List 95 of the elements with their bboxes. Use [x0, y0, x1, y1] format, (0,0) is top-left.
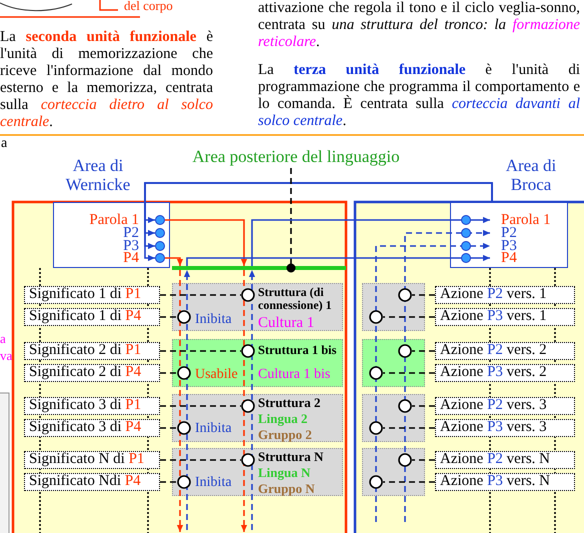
language-label: Lingua N	[258, 466, 310, 480]
meaning-label: Significato Ndi P4	[29, 474, 141, 489]
signal-arrow	[184, 270, 190, 530]
dashed-connector	[160, 288, 255, 302]
action-box	[435, 473, 575, 491]
dashed-connector	[160, 475, 191, 489]
dashed-connector	[398, 399, 435, 413]
word-label: P2	[501, 226, 517, 241]
word-label: Parola 1	[89, 213, 139, 228]
meaning-box	[24, 286, 160, 304]
meaning-label: Significato 3 di P4	[29, 420, 142, 435]
area-title: Area posteriore del linguaggio	[176, 146, 416, 168]
dashed-connector	[398, 453, 435, 467]
word-label: P4	[123, 251, 139, 266]
culture-label: Cultura 1	[258, 315, 314, 331]
word-label: P2	[123, 226, 139, 241]
structure-title: Struttura 2	[258, 396, 320, 410]
dashed-connector	[369, 366, 435, 380]
dashed-connector	[286, 168, 296, 272]
state-label: Inibita	[195, 421, 232, 436]
dashed-connector	[160, 421, 191, 435]
meaning-label: Significato 1 di P1	[29, 287, 142, 302]
state-label: Inibita	[195, 475, 232, 490]
signal-arrow	[176, 270, 184, 532]
dashed-connector	[160, 453, 255, 467]
dashed-connector	[369, 421, 435, 435]
meaning-box	[24, 308, 160, 326]
action-label: Azione P3 vers. N	[440, 474, 550, 489]
text-fragment: a	[1, 136, 8, 152]
connector	[144, 182, 493, 262]
action-box	[435, 451, 575, 469]
paragraph: La seconda unità funzionale è l'unità di memorizzazione che riceve l'informazione dal mondo esterno e la memorizza, centrata sulla corteccia dietro al solco centrale.	[0, 29, 213, 131]
dashed-connector	[369, 475, 435, 489]
group-label: Gruppo N	[258, 482, 315, 496]
meaning-label: Significato 1 di P4	[29, 309, 142, 324]
action-label: Azione P3 vers. 2	[440, 365, 547, 380]
text-fragment: a	[0, 331, 7, 346]
meaning-box	[24, 451, 160, 469]
connector	[165, 257, 184, 266]
connection-bar	[172, 266, 346, 270]
meaning-box	[24, 342, 160, 360]
action-label: Azione P3 vers. 1	[440, 309, 547, 324]
meaning-label: Significato 2 di P4	[29, 365, 142, 380]
meaning-box	[24, 397, 160, 415]
dashed-connector	[369, 310, 435, 324]
state-label: Usabile	[195, 367, 238, 382]
area-heading: Area di Broca	[504, 156, 558, 194]
structure-title: Struttura (di connessione) 1	[258, 286, 333, 312]
state-label: Inibita	[195, 312, 232, 327]
action-box	[435, 419, 575, 437]
area-heading: Area di Wernicke	[64, 156, 132, 194]
action-label: Azione P2 vers. 2	[440, 343, 547, 358]
structure-panel	[172, 339, 343, 387]
action-label: Azione P2 vers. 1	[440, 287, 547, 302]
dashed-connector	[398, 288, 435, 302]
culture-label: Cultura 1 bis	[258, 367, 330, 382]
action-label: Azione P3 vers. 3	[440, 420, 547, 435]
structure-panel	[172, 283, 343, 331]
paragraph: attivazione che regola il tono e il ciclo veglia-sonno, centrata su una struttura del tronco: la formazione reticolare.	[258, 0, 580, 51]
dashed-connector	[160, 310, 191, 324]
connector	[186, 254, 490, 266]
meaning-label: Significato 3 di P1	[29, 398, 142, 413]
word-label: Parola 1	[501, 213, 551, 228]
signal-arrow	[240, 270, 248, 532]
action-box	[435, 286, 575, 304]
action-label: Azione P2 vers. N	[440, 452, 550, 467]
dashed-connector	[160, 399, 255, 413]
structure-title: Struttura 1 bis	[258, 344, 336, 358]
meaning-box	[24, 473, 160, 491]
meaning-label: Significato 2 di P1	[29, 343, 142, 358]
paragraph: La terza unità funzionale è l'unità di programmazione che programma il comportamento e lo comanda. È centrata sulla corteccia davanti al solco centrale.	[258, 62, 580, 130]
connector	[165, 219, 248, 266]
action-box	[435, 397, 575, 415]
signal-arrow	[375, 242, 490, 522]
action-label: Azione P2 vers. 3	[440, 398, 547, 413]
meaning-label: Significato N di P1	[29, 452, 144, 467]
meaning-box	[24, 419, 160, 437]
structure-panel	[172, 394, 343, 442]
word-label: P4	[501, 251, 517, 266]
text-fragment: va	[0, 348, 14, 363]
figure-label: del corpo	[124, 0, 174, 13]
dashed-connector	[160, 344, 255, 358]
structure-title: Struttura N	[258, 450, 324, 464]
action-box	[435, 364, 575, 382]
signal-arrow	[404, 230, 490, 522]
meaning-box	[24, 364, 160, 382]
dashed-connector	[398, 344, 435, 358]
language-label: Lingua 2	[258, 412, 308, 426]
connector	[251, 216, 490, 266]
dashed-connector	[160, 366, 191, 380]
action-box	[435, 308, 575, 326]
action-box	[435, 342, 575, 360]
structure-panel	[172, 448, 343, 496]
group-label: Gruppo 2	[258, 428, 312, 442]
signal-arrow	[248, 270, 256, 530]
